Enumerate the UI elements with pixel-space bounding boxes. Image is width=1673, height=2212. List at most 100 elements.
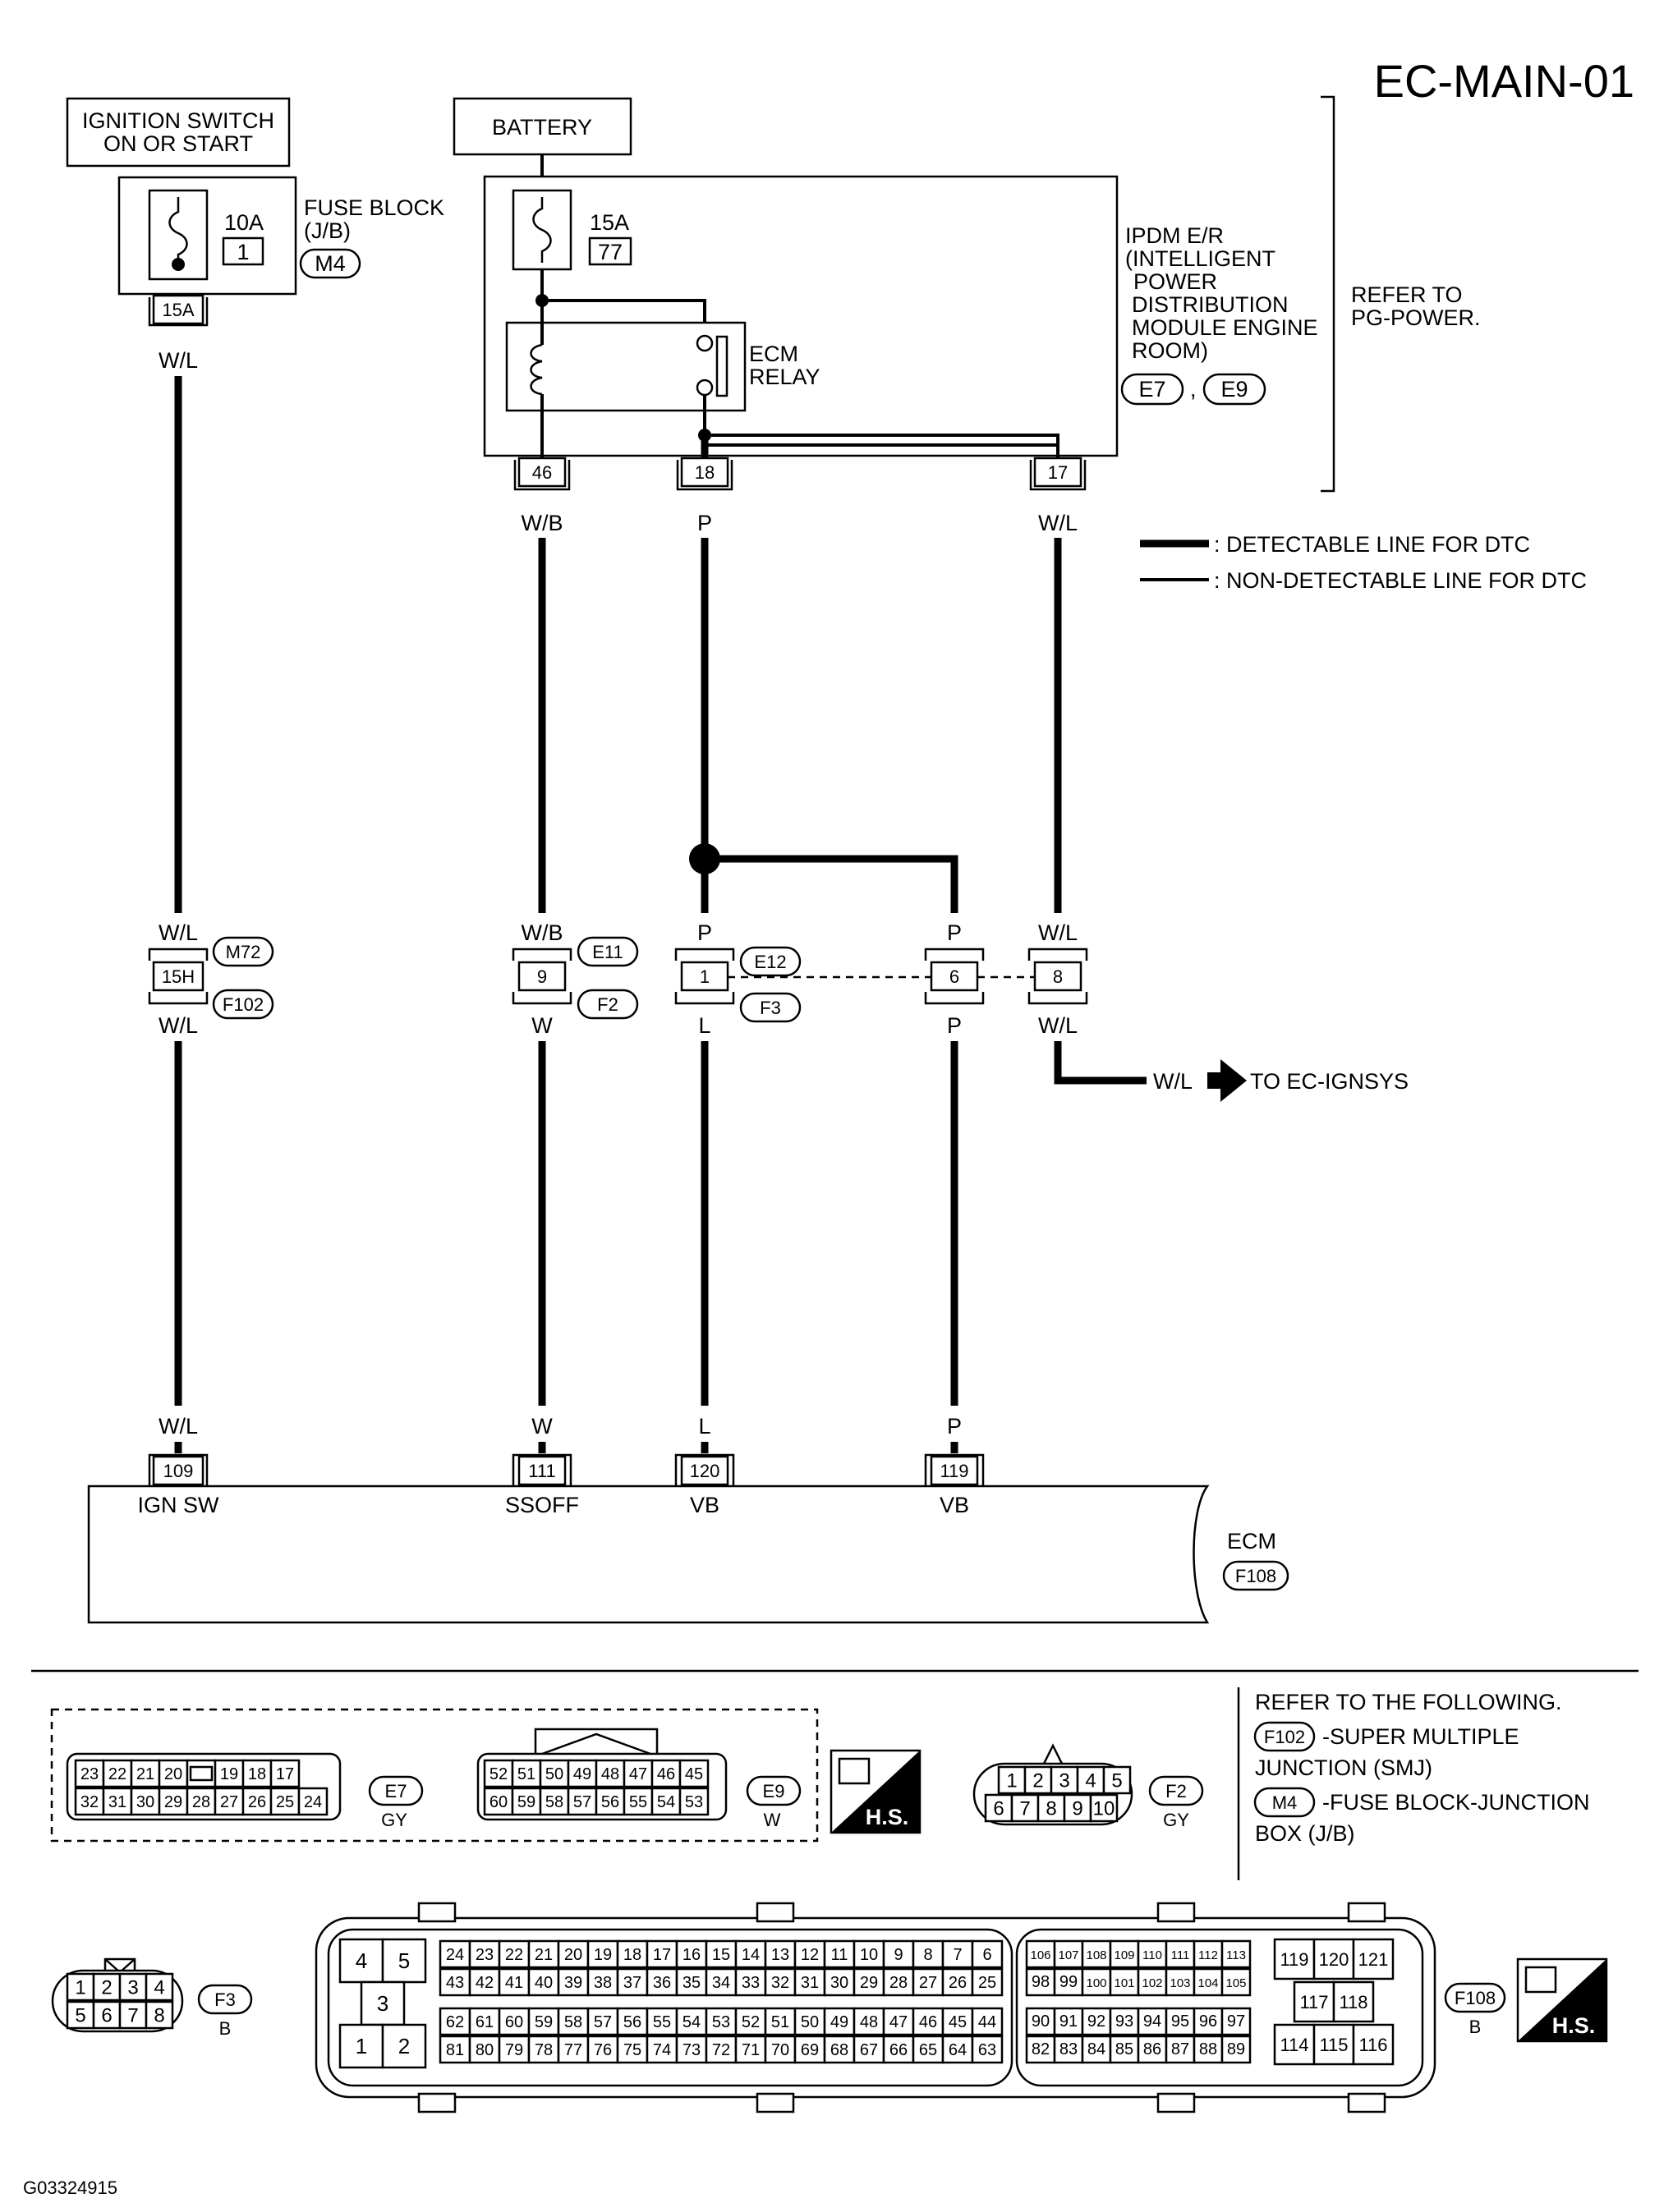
pin-number: 50 — [801, 2013, 819, 2031]
pin-number: 112 — [1198, 1948, 1218, 1962]
f108-code: F108 — [1455, 1988, 1496, 2008]
pin-number: 48 — [601, 1765, 619, 1783]
pin-cell — [623, 1759, 654, 1788]
pin-number: 5 — [75, 2005, 85, 2027]
pin-number: 82 — [1032, 2040, 1050, 2058]
fuse-block-connector: M4 — [315, 251, 346, 276]
pin-number: 6 — [101, 2005, 112, 2027]
pin-cell — [1220, 2035, 1252, 2064]
pin-number: 47 — [629, 1765, 647, 1783]
junction-15h: 15H M72 F102 — [148, 936, 274, 1020]
pin-number: 107 — [1058, 1948, 1078, 1962]
svg-text:-SUPER MULTIPLE: -SUPER MULTIPLE — [1322, 1724, 1519, 1749]
pin-number: 60 — [505, 2013, 523, 2031]
pin-number: 69 — [801, 2041, 819, 2059]
pin-number: 13 — [771, 1946, 789, 1964]
pin-number: 61 — [476, 2013, 494, 2031]
pin-number: 92 — [1087, 2012, 1105, 2031]
pin-cell — [468, 1939, 501, 1969]
pin-number: 2 — [1032, 1770, 1043, 1792]
svg-text:W/L: W/L — [159, 1013, 198, 1038]
pin-number: 29 — [860, 1974, 878, 1992]
pin-number: 91 — [1059, 2012, 1078, 2031]
relay-label-2: RELAY — [749, 365, 820, 389]
f3-code: F3 — [214, 1989, 236, 2010]
pin-number: 46 — [919, 2013, 937, 2031]
pin-number: 26 — [248, 1793, 266, 1811]
junction-8: 8 — [1027, 948, 1088, 1005]
pin-cell — [1137, 2035, 1168, 2064]
pin-cell — [1063, 1793, 1092, 1823]
svg-text:M4: M4 — [1272, 1792, 1298, 1813]
pin-number: 89 — [1227, 2040, 1245, 2058]
pin-number: 98 — [1032, 1973, 1050, 1991]
svg-text:P: P — [697, 920, 712, 945]
pin-cell — [675, 2007, 708, 2036]
pin-cell — [1025, 1967, 1056, 1997]
pin-cell — [557, 1967, 590, 1997]
pin-number: 8 — [154, 2005, 164, 2027]
svg-text:BOX (J/B): BOX (J/B) — [1255, 1821, 1355, 1846]
pin-cell — [1050, 1765, 1079, 1795]
ecm-pin-109: 109 IGN SW — [138, 1453, 219, 1517]
battery-label: BATTERY — [492, 115, 592, 140]
pin-number: 23 — [476, 1946, 494, 1964]
pin-number: 120 — [1319, 1949, 1349, 1970]
pin-cell — [130, 1787, 161, 1816]
ipdm-label-1: (INTELLIGENT — [1125, 246, 1275, 271]
pin-cell — [1089, 1793, 1119, 1823]
pin-number: 119 — [1280, 1949, 1308, 1970]
pin-number: 5 — [398, 1948, 410, 1973]
ipdm-terminal-46: 46 — [513, 457, 571, 491]
pin-cell — [734, 1967, 767, 1997]
svg-text:6: 6 — [949, 966, 959, 987]
pin-number: 96 — [1199, 2012, 1217, 2031]
pin-cell — [675, 1939, 708, 1969]
pin-cell — [853, 2007, 885, 2036]
pin-number: 25 — [978, 1974, 996, 1992]
pin-number: 117 — [1299, 1992, 1328, 2012]
svg-text:W/B: W/B — [522, 511, 563, 535]
pin-number: 83 — [1059, 2040, 1078, 2058]
refer-power-2: PG-POWER. — [1351, 305, 1481, 330]
pin-number: 56 — [623, 2013, 641, 2031]
pin-cell — [971, 2007, 1004, 2036]
pin-number: 65 — [919, 2041, 937, 2059]
svg-text:120: 120 — [690, 1461, 720, 1481]
harness-side-icon-2: H.S. — [1516, 1957, 1608, 2043]
pin-number: 41 — [505, 1974, 523, 1992]
pin-number: 42 — [476, 1974, 494, 1992]
pin-number: 21 — [535, 1946, 553, 1964]
pin-number: 60 — [489, 1793, 508, 1811]
svg-text:W/L: W/L — [1038, 920, 1078, 945]
pin-cell — [102, 1787, 133, 1816]
ignition-switch: IGNITION SWITCH ON OR START — [66, 97, 291, 168]
pin-number: 106 — [1030, 1948, 1050, 1962]
pin-number: 40 — [535, 1974, 553, 1992]
pin-cell — [646, 2007, 678, 2036]
pin-number: 55 — [653, 2013, 671, 2031]
pin-number: 22 — [108, 1765, 126, 1783]
wire-ignsys-lower — [1054, 1041, 1147, 1085]
e7-code: E7 — [385, 1781, 407, 1801]
pin-number: 4 — [154, 1977, 164, 1999]
pin-number: 63 — [978, 2041, 996, 2059]
pin-number: 2 — [398, 2034, 410, 2058]
pin-number: 9 — [1072, 1798, 1082, 1820]
pin-number: 114 — [1280, 2035, 1308, 2055]
pin-cell — [1109, 2007, 1140, 2036]
pin-number: 118 — [1339, 1992, 1367, 2012]
pin-number: 76 — [594, 2041, 612, 2059]
pin-number: 36 — [653, 1974, 671, 1992]
pin-cell — [381, 2023, 427, 2069]
pin-cell — [297, 1787, 329, 1816]
pin-number: 22 — [505, 1946, 523, 1964]
svg-text:17: 17 — [1048, 462, 1068, 483]
ecm-connector: F108 — [1235, 1566, 1276, 1586]
pin-number: 103 — [1170, 1976, 1190, 1990]
